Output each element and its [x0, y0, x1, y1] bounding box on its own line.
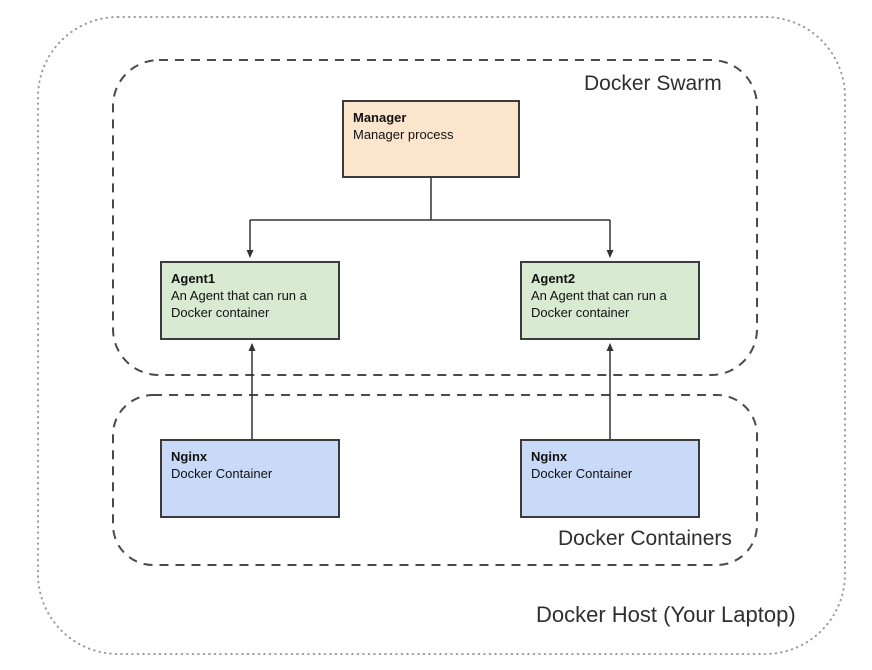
manager-fanout-line	[250, 178, 610, 221]
agent1-node-title: Agent1	[171, 271, 216, 286]
agent1-node-subtitle: An Agent that can run a Docker container	[171, 288, 307, 320]
nginx2-node: Nginx Docker Container	[520, 439, 700, 518]
nginx1-node-title: Nginx	[171, 449, 208, 464]
nginx1-node: Nginx Docker Container	[160, 439, 340, 518]
nginx2-node-title: Nginx	[531, 449, 568, 464]
agent2-node: Agent2 An Agent that can run a Docker co…	[520, 261, 700, 340]
agent1-node: Agent1 An Agent that can run a Docker co…	[160, 261, 340, 340]
docker-host-label: Docker Host (Your Laptop)	[536, 602, 796, 627]
docker-host-boundary	[37, 16, 846, 655]
nginx1-node-subtitle: Docker Container	[171, 466, 273, 481]
agent2-node-title: Agent2	[531, 271, 576, 286]
manager-node-subtitle: Manager process	[353, 127, 454, 142]
manager-node-title: Manager	[353, 110, 407, 125]
docker-swarm-label: Docker Swarm	[584, 72, 722, 95]
docker-containers-boundary	[112, 394, 758, 566]
agent2-node-subtitle: An Agent that can run a Docker container	[531, 288, 667, 320]
docker-swarm-boundary	[112, 59, 758, 376]
nginx2-node-subtitle: Docker Container	[531, 466, 633, 481]
docker-containers-label: Docker Containers	[558, 527, 732, 550]
manager-node: Manager Manager process	[342, 100, 520, 178]
